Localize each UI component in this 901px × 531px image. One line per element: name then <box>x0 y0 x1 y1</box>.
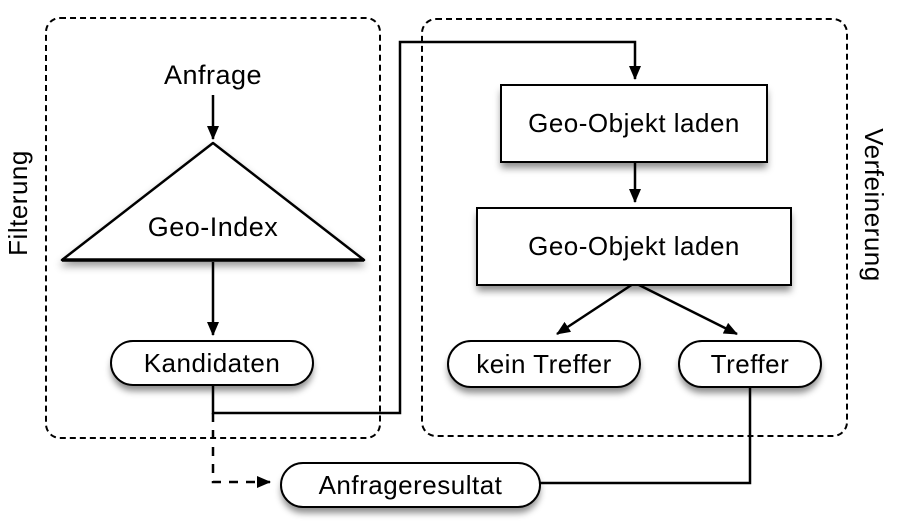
kein-treffer-label: kein Treffer <box>476 348 612 379</box>
geo-objekt-laden-1-label: Geo-Objekt laden <box>528 108 740 138</box>
edge-kandidaten-to-load1 <box>211 40 641 415</box>
treffer-label: Treffer <box>710 348 790 379</box>
geo-objekt-laden-2-node: Geo-Objekt laden <box>476 207 792 286</box>
kandidaten-label: Kandidaten <box>143 347 281 378</box>
geo-index-label: Geo-Index <box>147 212 279 242</box>
edge-load2-to-keintreffer <box>556 282 634 336</box>
geo-index-triangle <box>60 141 366 262</box>
verfeinerung-section-label: Verfeinerung <box>859 128 889 282</box>
edge-treffer-to-anfrageresultat <box>540 386 752 485</box>
treffer-node: Treffer <box>678 340 822 388</box>
filterung-section-label: Filterung <box>3 150 33 256</box>
edge-load2-to-treffer <box>636 282 738 336</box>
anfrageresultat-label: Anfrageresultat <box>318 469 503 500</box>
kandidaten-node: Kandidaten <box>110 340 314 386</box>
anfrageresultat-node: Anfrageresultat <box>280 462 541 508</box>
edge-kandidaten-to-anfrageresultat-dashed <box>211 413 271 488</box>
anfrage-label: Anfrage <box>163 60 263 90</box>
geo-objekt-laden-1-node: Geo-Objekt laden <box>500 84 768 163</box>
verfeinerung-section-frame <box>421 18 848 437</box>
geo-objekt-laden-2-label: Geo-Objekt laden <box>528 231 740 261</box>
kein-treffer-node: kein Treffer <box>447 340 641 388</box>
